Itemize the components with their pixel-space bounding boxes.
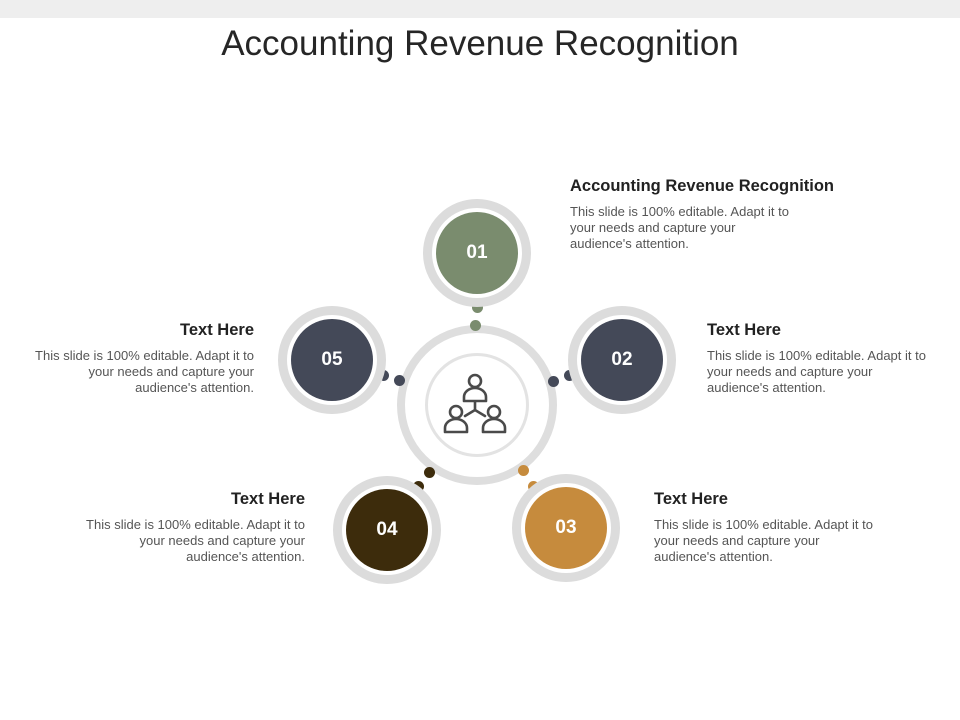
- step-04-heading: Text Here: [231, 490, 305, 508]
- step-03-circle: 03: [525, 487, 607, 569]
- connector-dot-02-inner: [548, 376, 559, 387]
- step-02-text: Text Here This slide is 100% editable. A…: [707, 321, 932, 396]
- step-03-body: This slide is 100% editable. Adapt it to…: [654, 517, 873, 564]
- step-04-body: This slide is 100% editable. Adapt it to…: [86, 517, 305, 564]
- step-03-text: Text Here This slide is 100% editable. A…: [654, 490, 879, 565]
- connector-dot-03-inner: [518, 465, 529, 476]
- step-01-body: This slide is 100% editable. Adapt it to…: [570, 204, 789, 251]
- step-04-text: Text Here This slide is 100% editable. A…: [80, 490, 305, 565]
- connector-dot-05-inner: [394, 375, 405, 386]
- step-02-circle: 02: [581, 319, 663, 401]
- step-05-text: Text Here This slide is 100% editable. A…: [29, 321, 254, 396]
- step-01-text: Accounting Revenue Recognition This slid…: [570, 177, 890, 252]
- step-01-circle: 01: [436, 212, 518, 294]
- step-02-heading: Text Here: [707, 321, 781, 339]
- step-01-heading: Accounting Revenue Recognition: [570, 177, 835, 195]
- connector-dot-04-inner: [424, 467, 435, 478]
- step-02-body: This slide is 100% editable. Adapt it to…: [707, 348, 926, 395]
- center-inner-circle: [425, 353, 529, 457]
- team-network-icon: [443, 373, 507, 434]
- step-04-circle: 04: [346, 489, 428, 571]
- connector-dot-01-inner: [470, 320, 481, 331]
- step-05-heading: Text Here: [180, 321, 254, 339]
- connector-dot-01-outer: [472, 302, 483, 313]
- top-bar: [0, 0, 960, 18]
- step-05-body: This slide is 100% editable. Adapt it to…: [35, 348, 254, 395]
- step-03-heading: Text Here: [654, 490, 728, 508]
- slide-title: Accounting Revenue Recognition: [221, 24, 739, 63]
- step-05-circle: 05: [291, 319, 373, 401]
